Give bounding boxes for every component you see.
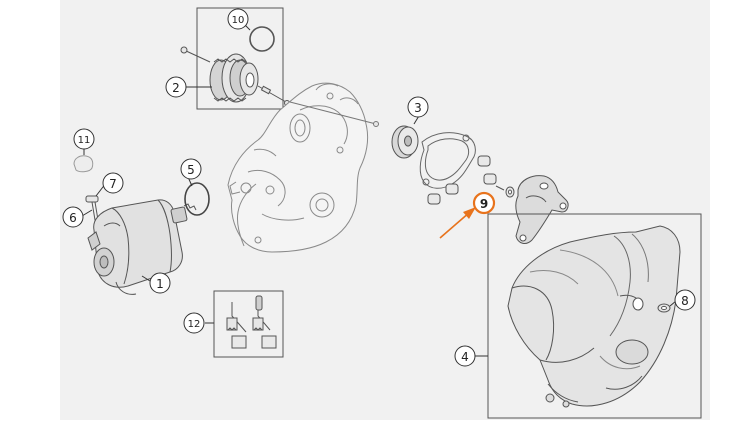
callout-label: 5 bbox=[187, 163, 195, 177]
group-box-ignition-cover bbox=[487, 213, 702, 419]
part-idler-disc-3 bbox=[391, 125, 419, 159]
callout-9-highlighted: 9 bbox=[472, 191, 496, 215]
callout-label: 10 bbox=[232, 15, 245, 26]
part-cap-11 bbox=[73, 155, 94, 173]
part-oring-5 bbox=[184, 182, 210, 216]
part-starter-motor-1 bbox=[87, 199, 197, 295]
callout-10: 10 bbox=[227, 8, 249, 30]
callout-label: 11 bbox=[78, 135, 91, 146]
part-idler-cover bbox=[515, 175, 569, 244]
callout-label: 9 bbox=[480, 197, 488, 211]
callout-8: 8 bbox=[674, 289, 696, 311]
callout-12: 12 bbox=[183, 312, 205, 334]
callout-label: 12 bbox=[188, 319, 201, 330]
callout-3: 3 bbox=[407, 96, 429, 118]
group-box-brushes bbox=[213, 290, 284, 358]
callout-7: 7 bbox=[102, 172, 124, 194]
callout-2: 2 bbox=[165, 76, 187, 98]
callout-6: 6 bbox=[62, 206, 84, 228]
part-washer-8 bbox=[657, 303, 671, 313]
callout-label: 4 bbox=[461, 350, 469, 364]
part-oring-10 bbox=[249, 26, 275, 52]
callout-label: 7 bbox=[109, 177, 117, 191]
callout-label: 6 bbox=[69, 211, 77, 225]
highlight-arrow bbox=[439, 207, 476, 239]
callout-label: 2 bbox=[172, 81, 180, 95]
part-gasket bbox=[419, 132, 476, 189]
callout-label: 1 bbox=[156, 277, 164, 291]
callout-1: 1 bbox=[149, 272, 171, 294]
part-starter-gear-2 bbox=[180, 46, 290, 106]
part-carbon-brushes-12 bbox=[226, 295, 277, 349]
callout-label: 8 bbox=[681, 294, 689, 308]
part-ignition-cover-4 bbox=[507, 225, 681, 408]
callout-11: 11 bbox=[73, 128, 95, 150]
callout-5: 5 bbox=[180, 158, 202, 180]
callout-label: 3 bbox=[414, 101, 422, 115]
callout-4: 4 bbox=[454, 345, 476, 367]
part-dowel-pins bbox=[427, 155, 497, 205]
group-box-starter-gear bbox=[196, 7, 284, 110]
part-washer-9 bbox=[495, 185, 515, 198]
crankcase-ghost-outline bbox=[227, 82, 379, 253]
